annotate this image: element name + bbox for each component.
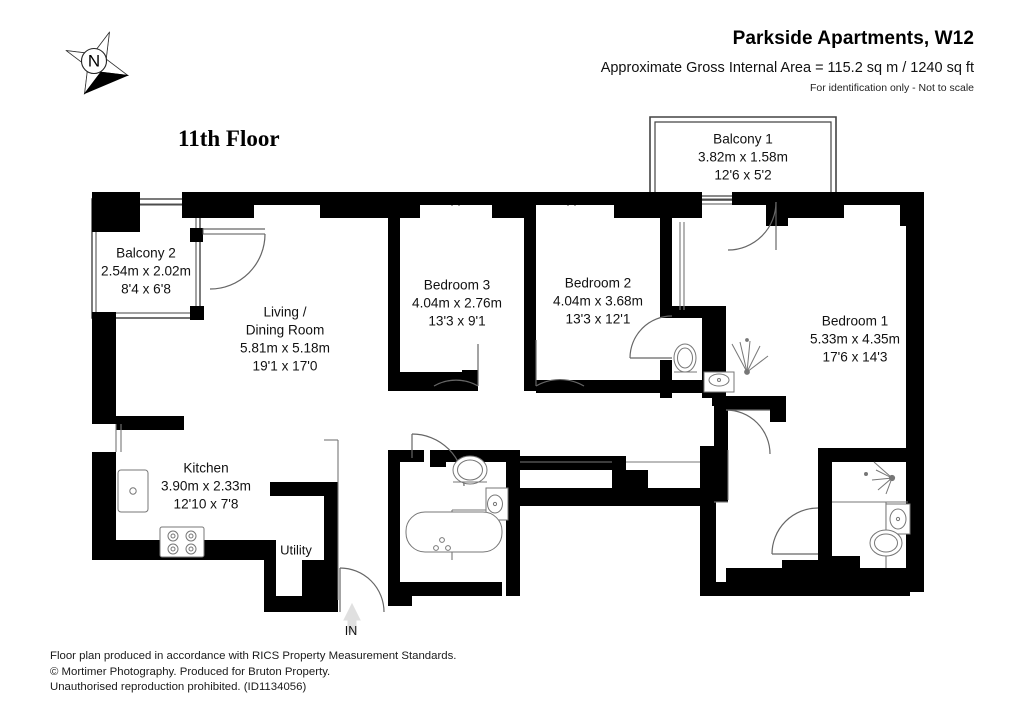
bedroom-1-imperial: 17'6 x 14'3 [823, 350, 888, 365]
utility-name: Utility [280, 542, 312, 557]
bedroom-3-metric: 4.04m x 2.76m [412, 296, 502, 311]
balcony-2-name: Balcony 2 [116, 246, 176, 261]
bedroom-2-metric: 4.04m x 3.68m [553, 294, 643, 309]
compass-north-letter: N [88, 52, 100, 71]
toilet-icon [869, 529, 903, 557]
compass-circle [80, 47, 108, 75]
entrance-arrow-icon [343, 602, 361, 633]
balcony-2-outline [91, 198, 201, 319]
balcony-1-metric: 3.82m x 1.58m [698, 150, 788, 165]
kitchen-imperial: 12'10 x 7'8 [174, 497, 239, 512]
kitchen-sink-icon [117, 469, 149, 513]
facade-window-lines [138, 197, 915, 206]
balcony-1-imperial: 12'6 x 5'2 [714, 168, 771, 183]
floor-label: 11th Floor [178, 126, 280, 151]
bedroom-2-name: Bedroom 2 [565, 276, 632, 291]
thin-partitions [115, 222, 908, 600]
main-bathroom-fixtures [405, 455, 509, 553]
washbasin-icon [703, 371, 735, 393]
footer-line-3: Unauthorised reproduction prohibited. (I… [50, 681, 307, 693]
footer-line-2: © Mortimer Photography. Produced for Bru… [50, 665, 331, 678]
bedroom-3-name: Bedroom 3 [424, 278, 491, 293]
room-labels: Balcony 1 3.82m x 1.58m 12'6 x 5'2 Balco… [101, 132, 900, 638]
compass-rose-icon: N [65, 31, 129, 95]
toilet-icon [673, 343, 697, 373]
ensuite-1-fixtures [864, 461, 911, 557]
living-dining-metric: 5.81m x 5.18m [240, 341, 330, 356]
page-title: Parkside Apartments, W12 [732, 28, 974, 49]
bedroom-3-imperial: 13'3 x 9'1 [428, 314, 485, 329]
kitchen-hob-icon [159, 526, 205, 558]
structural-walls [92, 192, 924, 612]
shower-icon [864, 461, 896, 495]
balcony-2-imperial: 8'4 x 6'8 [121, 282, 171, 297]
plan-header: Parkside Apartments, W12 Approximate Gro… [601, 28, 974, 94]
plan-footer: Floor plan produced in accordance with R… [50, 649, 456, 696]
living-dining-imperial: 19'1 x 17'0 [253, 359, 318, 374]
bedroom-1-metric: 5.33m x 4.35m [810, 332, 900, 347]
door-swings [202, 201, 819, 613]
kitchen-metric: 3.90m x 2.33m [161, 479, 251, 494]
washbasin-icon [485, 487, 509, 521]
bathtub-icon [405, 511, 503, 553]
entrance-label: IN [345, 624, 358, 638]
balcony-1-outline [649, 116, 837, 201]
gross-internal-area-text: Approximate Gross Internal Area = 115.2 … [600, 60, 974, 76]
ensuite-2-fixtures [673, 338, 769, 393]
bedroom-2-imperial: 13'3 x 12'1 [566, 312, 631, 327]
identification-disclaimer: For identification only - Not to scale [810, 82, 974, 94]
footer-line-1: Floor plan produced in accordance with R… [50, 650, 457, 662]
balcony-2-metric: 2.54m x 2.02m [101, 264, 191, 279]
kitchen-name: Kitchen [183, 461, 228, 476]
balcony-1-name: Balcony 1 [713, 132, 773, 147]
living-dining-name-line1: Living / [263, 305, 306, 320]
washbasin-icon [885, 503, 911, 535]
kitchen-fixtures [117, 469, 205, 558]
toilet-icon [452, 455, 488, 485]
bedroom-1-name: Bedroom 1 [822, 314, 889, 329]
shower-icon [731, 338, 769, 375]
living-dining-name-line2: Dining Room [246, 323, 325, 338]
